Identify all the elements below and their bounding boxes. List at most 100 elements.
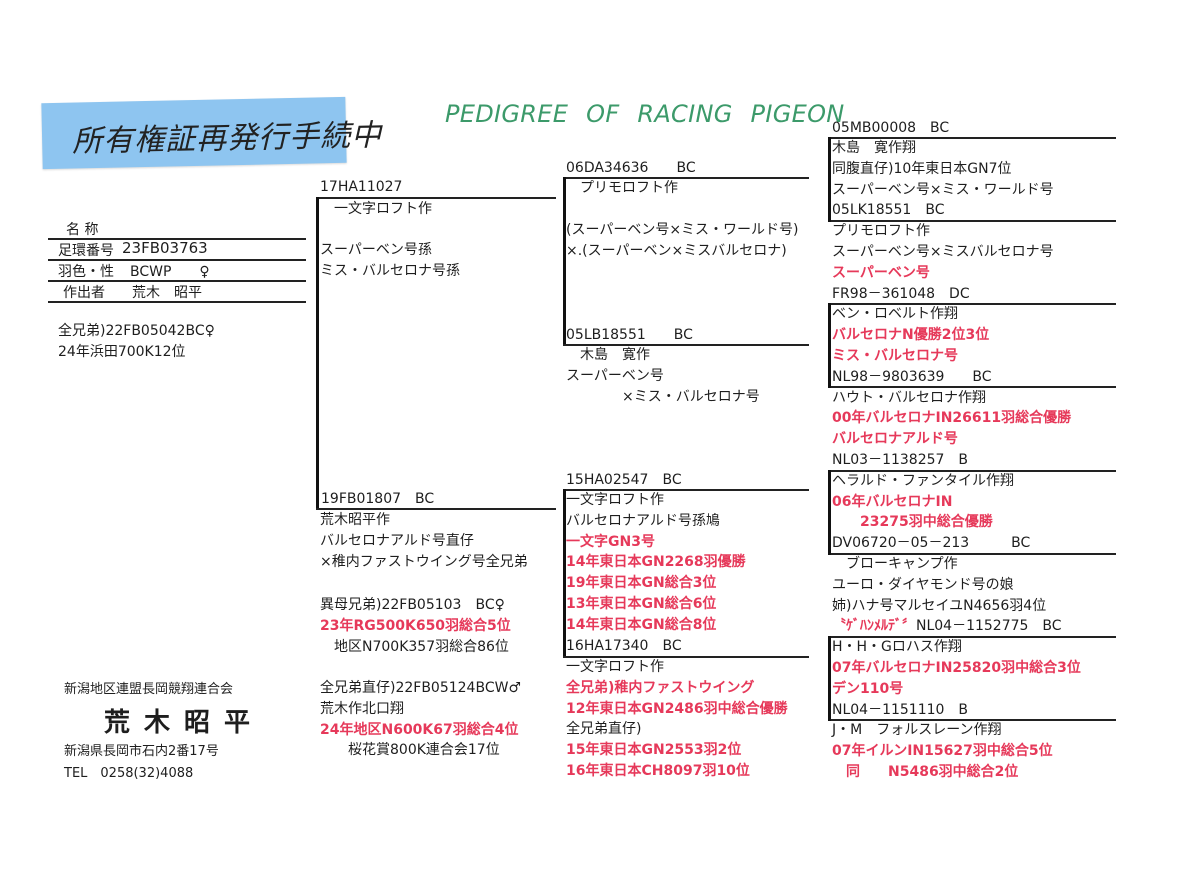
pedigree-line: ハウト・バルセロナ作翔	[832, 389, 986, 406]
bracket-line	[316, 508, 556, 510]
ring-number: 05MB00008 BC	[832, 120, 950, 136]
ring-label: 足環番号	[58, 243, 114, 259]
pedigree-line: ×稚内ファストウイング号全兄弟	[320, 553, 528, 570]
pedigree-line: スーパーベン号	[832, 264, 930, 281]
bracket-line	[563, 489, 566, 658]
sticky-note: 所有権証再発行手続中	[41, 96, 382, 170]
pedigree-line: バルセロナアルド号直仔	[320, 532, 474, 549]
divider	[48, 280, 306, 282]
pedigree-line: 13年東日本GN総合6位	[566, 595, 717, 612]
ring-value: 23FB03763	[122, 239, 208, 257]
pedigree-line: 12年東日本GN2486羽中総合優勝	[566, 700, 788, 717]
bracket-line	[316, 197, 319, 510]
bracket-line	[828, 636, 831, 721]
pedigree-line: 23年RG500K650羽総合5位	[320, 617, 511, 634]
ring-number: 05LB18551 BC	[566, 327, 693, 343]
pedigree-line: 07年イルンIN15627羽中総合5位	[832, 743, 1053, 760]
bracket-line	[828, 303, 1116, 305]
sibling-note: 全兄弟)22FB05042BC♀24年浜田700K12位	[58, 321, 215, 363]
pedigree-line: NL03－1138257 B	[832, 451, 969, 468]
pedigree-line: スーパーベン号×ミス・ワールド号	[832, 181, 1054, 198]
bracket-line	[828, 137, 831, 222]
pedigree-line: 木島 寛作翔	[832, 140, 916, 156]
pedigree-line: 荒木作北口翔	[320, 700, 404, 717]
ring-number: 19FB01807 BC	[321, 491, 435, 507]
owner-club: 新潟地区連盟長岡競翔連合会	[64, 682, 234, 697]
pedigree-line: 23275羽中総合優勝	[832, 514, 993, 531]
pedigree-line: 全兄弟直仔)22FB05124BCW♂	[320, 680, 521, 696]
pedigree-line: バルセロナアルド号	[832, 431, 958, 448]
gen3-top-ring: 05MB00008 BC	[832, 118, 949, 139]
divider	[48, 238, 306, 240]
sibling2: 全兄弟直仔)22FB05124BCW♂ 荒木作北口翔 24年地区N600K67羽総合…	[320, 678, 521, 761]
pedigree-line: 一文字ロフト作	[320, 201, 432, 217]
pedigree-line: バルセロナアルド号孫鳩	[566, 512, 720, 529]
bracket-line	[828, 553, 1116, 555]
pedigree-line: プリモロフト作	[832, 223, 930, 240]
pedigree-line: ミス・バルセロナ号孫	[320, 262, 460, 279]
sire-desc: スーパーベン号孫ミス・バルセロナ号孫	[320, 240, 460, 282]
name-label: 名 称	[66, 222, 99, 238]
ring-number: 15HA02547 BC	[566, 472, 682, 488]
pedigree-line: ユーロ・ダイヤモンド号の娘	[832, 576, 1014, 593]
breeder-label: 作出者	[63, 285, 105, 301]
bracket-line	[828, 636, 1116, 638]
pedigree-line: スーパーベン号	[566, 367, 664, 384]
pedigree-line: DV06720－05－213 BC	[832, 535, 1031, 552]
sire-breeder: 一文字ロフト作	[320, 199, 432, 220]
pedigree-line: NL04－1151110 B	[832, 701, 969, 718]
pedigree-line: (スーパーベン号×ミス・ワールド号)	[566, 222, 799, 238]
pedigree-line: 06年バルセロナIN	[832, 493, 953, 510]
sticky-note-text: 所有権証再発行手続中	[71, 118, 383, 160]
ring-number: 17HA11027	[320, 179, 403, 195]
pedigree-line: 姉)ハナ号マルセイユN4656羽4位	[832, 597, 1047, 614]
pedigree-line: ×ミス・バルセロナ号	[566, 388, 760, 405]
divider	[48, 259, 306, 261]
ss-ring: 06DA34636 BC	[566, 158, 696, 179]
ds-ring: 15HA02547 BC	[566, 470, 682, 491]
pedigree-line: ×.(スーパーベン×ミスバルセロナ)	[566, 242, 787, 259]
breeder-value: 荒木 昭平	[132, 285, 202, 301]
pedigree-line: 一文字ロフト作	[566, 659, 664, 675]
sd-ring: 05LB18551 BC	[566, 325, 693, 346]
pedigree-line: 全兄弟)稚内ファストウイング	[566, 679, 755, 696]
dd-desc: 一文字ロフト作全兄弟)稚内ファストウイング 12年東日本GN2486羽中総合優勝全…	[566, 657, 788, 782]
bracket-line	[828, 719, 1116, 721]
dam-desc: 荒木昭平作バルセロナアルド号直仔×稚内ファストウイング号全兄弟	[320, 510, 528, 572]
bracket-line	[316, 197, 556, 199]
pedigree-line: 全兄弟直仔)	[566, 721, 642, 738]
divider	[48, 301, 306, 303]
pedigree-line: 07年バルセロナIN25820羽中総合3位	[832, 659, 1081, 676]
pedigree-line: 16HA17340 BC	[566, 637, 682, 654]
pedigree-line: 地区N700K357羽総合86位	[320, 638, 509, 655]
dam-ring: 19FB01807 BC	[321, 489, 434, 510]
pedigree-line: 全兄弟)22FB05042BC♀	[58, 323, 215, 339]
bracket-line	[563, 177, 809, 179]
pedigree-line: ミス・バルセロナ号	[832, 347, 958, 364]
bracket-line	[828, 470, 831, 555]
bracket-line	[828, 220, 1116, 222]
bracket-line	[563, 489, 809, 491]
pedigree-line: 24年地区N600K67羽総合4位	[320, 721, 519, 738]
pedigree-line: 一文字GN3号	[566, 533, 655, 550]
pedigree-line: スーパーベン号孫	[320, 242, 432, 258]
pedigree-line: スーパーベン号×ミスバルセロナ号	[832, 243, 1054, 260]
pedigree-line: ヘラルド・ファンタイル作翔	[832, 472, 1014, 489]
pedigree-line: 同腹直仔)10年東日本GN7位	[832, 160, 1012, 177]
pedigree-line: 同 N5486羽中総合2位	[832, 763, 1019, 780]
pedigree-line: バルセロナN優勝2位3位	[832, 327, 990, 344]
pedigree-line: H・H・Gロハス作翔	[832, 639, 962, 656]
pedigree-line: 16年東日本CH8097羽10位	[566, 762, 750, 779]
pedigree-line: デン110号	[832, 680, 904, 697]
ss-desc: (スーパーベン号×ミス・ワールド号) ×.(スーパーベン×ミスバルセロナ)	[566, 220, 799, 262]
sire-ring: 17HA11027	[320, 177, 402, 198]
bracket-line	[563, 177, 566, 346]
color-sex-value: BCWP ♀	[130, 264, 210, 280]
pedigree-line-part: NL04－1152775 BC	[916, 618, 1062, 635]
bracket-line	[828, 470, 1116, 472]
bracket-line	[828, 303, 831, 388]
pedigree-line: 14年東日本GN2268羽優勝	[566, 554, 746, 571]
pedigree-line: 19年東日本GN総合3位	[566, 575, 717, 592]
